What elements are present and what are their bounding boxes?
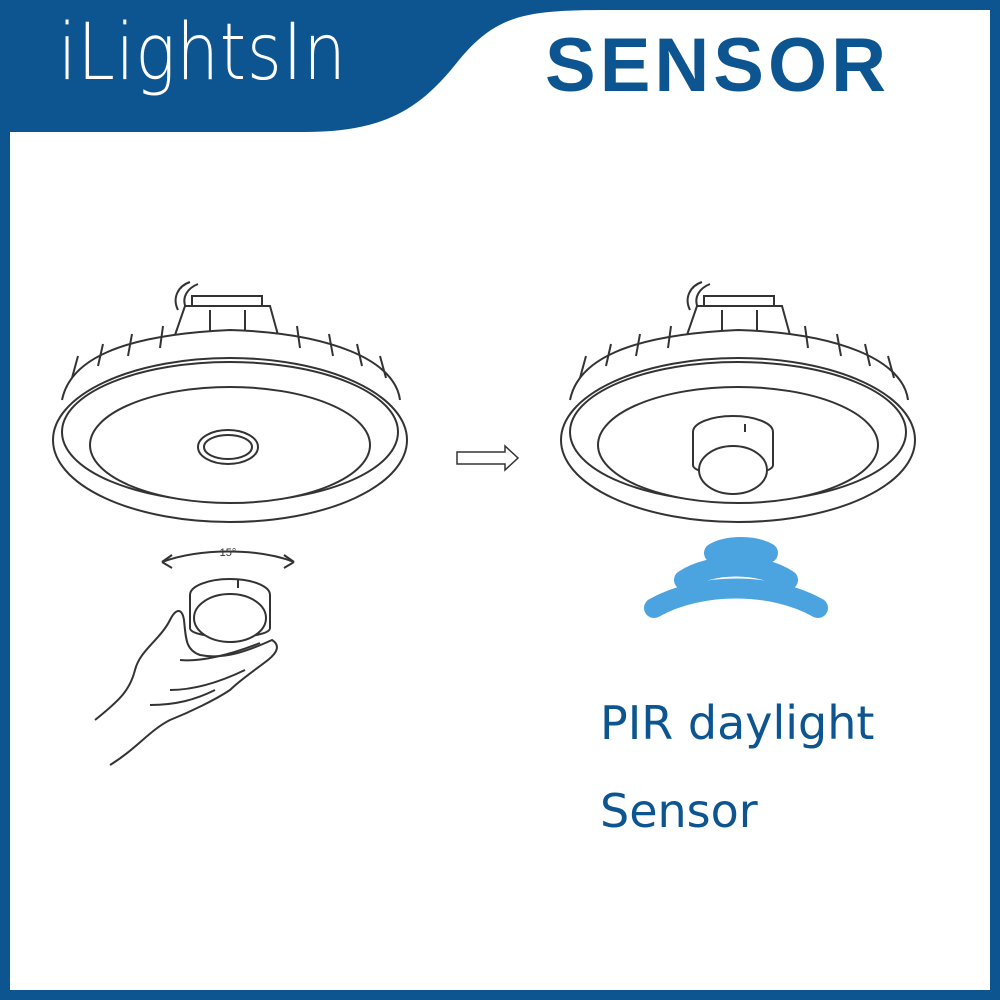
hand-icon bbox=[94, 610, 278, 766]
arrow-right-icon bbox=[456, 444, 520, 472]
high-bay-light-right bbox=[560, 281, 916, 523]
brand-logo: iLightsIn bbox=[58, 8, 347, 98]
caption-line-2: Sensor bbox=[600, 784, 758, 838]
sensor-module bbox=[189, 578, 271, 643]
angle-label: 15° bbox=[220, 547, 237, 559]
caption-line-1: PIR daylight bbox=[600, 696, 875, 750]
rotation-arrow-icon bbox=[161, 550, 295, 569]
signal-waves-icon bbox=[644, 537, 828, 618]
page-title: SENSOR bbox=[545, 23, 890, 108]
high-bay-light-left bbox=[52, 281, 408, 523]
